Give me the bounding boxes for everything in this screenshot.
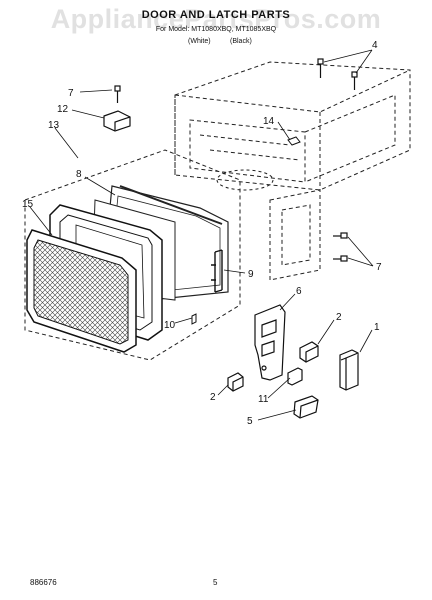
interlock-bracket — [254, 304, 286, 381]
variant-label-white: (White) — [188, 38, 211, 45]
screw-side-upper — [333, 232, 348, 239]
interlock-switch-lower — [227, 372, 244, 392]
latch-hook — [211, 249, 223, 293]
callout-8: 8 — [76, 169, 82, 180]
callout-7-side: 7 — [376, 262, 382, 273]
callout-14: 14 — [263, 116, 275, 127]
interlock-switch-upper — [299, 341, 319, 363]
callout-labels: 1 2 2 4 5 6 7 7 8 9 10 11 12 13 14 15 — [22, 40, 382, 427]
document-number: 886676 — [30, 578, 57, 587]
callout-7-upper: 7 — [68, 88, 74, 99]
variant-label-black: (Black) — [230, 38, 252, 45]
model-subtitle: For Model: MT1080XBQ, MT1085XBQ — [155, 26, 277, 33]
callout-2-lower: 2 — [210, 392, 216, 403]
page-title: DOOR AND LATCH PARTS — [141, 9, 291, 21]
switch-actuator — [287, 367, 303, 386]
monitor-switch — [339, 349, 359, 391]
door-sensor — [287, 136, 301, 146]
door-hinge — [103, 110, 131, 132]
callout-10: 10 — [164, 320, 176, 331]
cabinet-outline — [174, 61, 411, 281]
callout-2-upper: 2 — [336, 312, 342, 323]
screw-top-left — [317, 58, 324, 78]
screw-hinge — [114, 85, 121, 103]
turntable-outline — [216, 169, 274, 191]
callout-13: 13 — [48, 120, 60, 131]
callout-15: 15 — [22, 199, 34, 210]
callout-4: 4 — [372, 40, 378, 51]
screw-top-right — [351, 71, 358, 90]
callout-5: 5 — [247, 416, 253, 427]
callout-6: 6 — [296, 286, 302, 297]
latch-spring — [191, 313, 197, 325]
switch-cover — [293, 395, 319, 419]
screw-side-lower — [333, 255, 348, 262]
page-number: 5 — [213, 578, 218, 587]
callout-9: 9 — [248, 269, 254, 280]
callout-11: 11 — [258, 394, 269, 405]
callout-12: 12 — [57, 104, 69, 115]
callout-1: 1 — [374, 322, 380, 333]
leader-lines — [29, 49, 374, 421]
door-front-grill — [26, 229, 137, 353]
door-assembly-boundary — [24, 149, 241, 361]
watermark: AppliancePartsPros.com — [50, 4, 382, 34]
